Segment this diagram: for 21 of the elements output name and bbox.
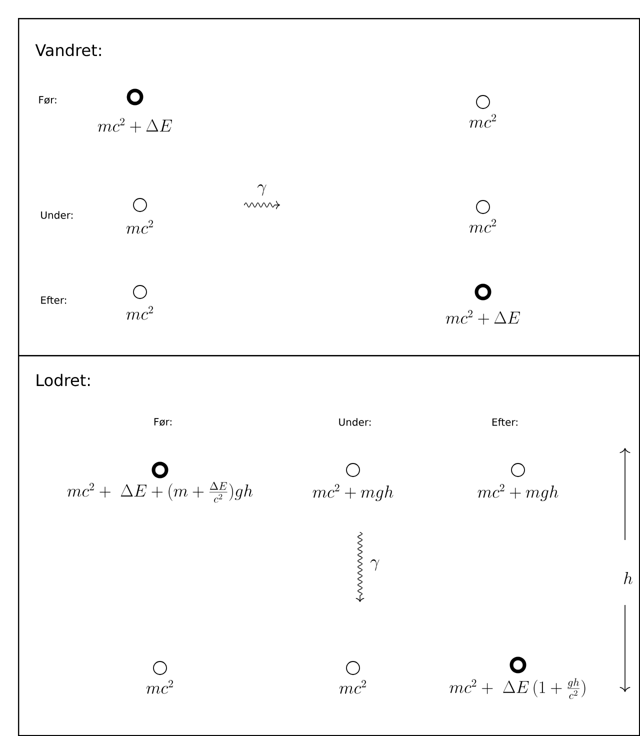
symbol-label: $\gamma$	[369, 558, 381, 572]
symbol-label: $\gamma$	[256, 184, 268, 196]
energy-formula: $mc^2$	[126, 220, 153, 234]
energy-formula: $mc^2$	[146, 680, 173, 694]
energy-formula: $mc^2$	[469, 114, 496, 128]
energy-formula: $mc^2+\ \Delta E\,(1+\frac{gh}{c^2})$	[450, 678, 586, 699]
row-label: Efter:	[41, 296, 66, 304]
energy-formula: $mc^2$	[469, 218, 496, 233]
energy-formula: $mc^2+mgh$	[312, 484, 394, 502]
energy-formula: $mc^2+\Delta E$	[98, 118, 172, 133]
energy-formula: $mc^2+mgh$	[478, 484, 558, 502]
row-label: Før:	[154, 418, 172, 426]
energy-formula: $mc^2$	[339, 680, 366, 694]
energy-formula: $mc^2+\Delta E$	[446, 310, 520, 325]
energy-formula: $mc^2+\ \Delta E+(m+\frac{\Delta E}{c^2})gh$	[67, 482, 253, 503]
symbol-label: $h$	[622, 571, 634, 585]
row-label: Under:	[41, 211, 72, 219]
row-label: Før:	[39, 96, 56, 104]
energy-formula: $mc^2$	[126, 306, 153, 320]
row-label: Efter:	[492, 418, 518, 426]
row-label: Under:	[339, 418, 371, 426]
